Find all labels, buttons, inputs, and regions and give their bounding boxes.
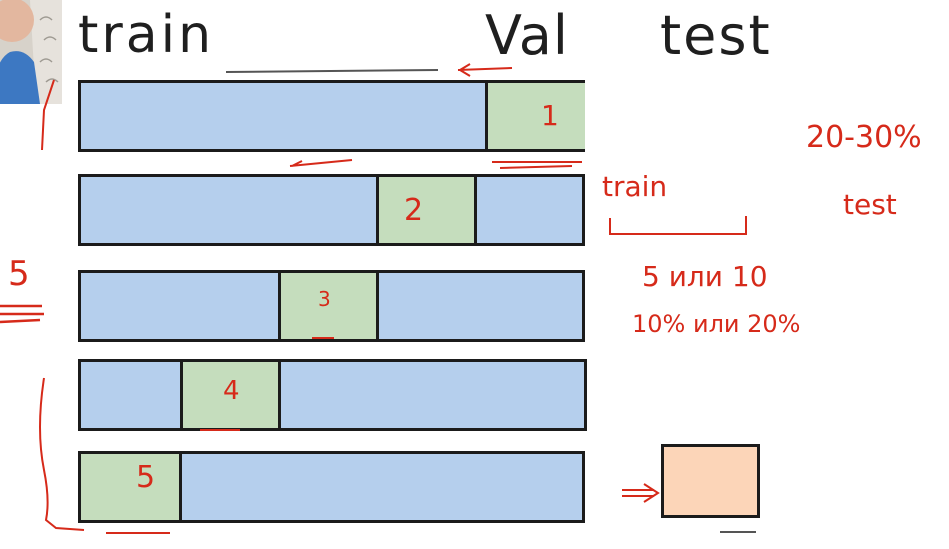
fold-number: 4: [223, 376, 240, 406]
train-word-note: train: [602, 170, 668, 203]
k-options-note: 5 или 10: [642, 260, 768, 293]
webcam-overlay: [0, 0, 62, 104]
validation-segment: [81, 454, 182, 520]
validation-segment: [278, 273, 379, 339]
k-count-note: 5: [8, 254, 30, 294]
test-ratio-note: 20-30%: [806, 120, 922, 155]
fold-bar-4: 4: [78, 359, 587, 431]
header-train: train: [78, 5, 215, 65]
test-word-note: test: [843, 188, 897, 221]
test-set-box: [661, 444, 760, 518]
val-ratio-note: 10% или 20%: [632, 310, 801, 338]
fold-number: 2: [404, 193, 424, 228]
validation-segment: [376, 177, 477, 243]
header-test: test: [660, 4, 772, 67]
header-val: Val: [485, 4, 569, 67]
fold-number: 5: [136, 460, 156, 495]
fold-bar-5: 5: [78, 451, 585, 523]
fold-number: 3: [318, 287, 331, 311]
fold-number: 1: [541, 99, 559, 132]
fold-bar-1: 1: [78, 80, 585, 152]
validation-segment: [485, 83, 585, 149]
fold-bar-2: 2: [78, 174, 585, 246]
validation-segment: [180, 362, 281, 428]
fold-bar-3: 3: [78, 270, 585, 342]
